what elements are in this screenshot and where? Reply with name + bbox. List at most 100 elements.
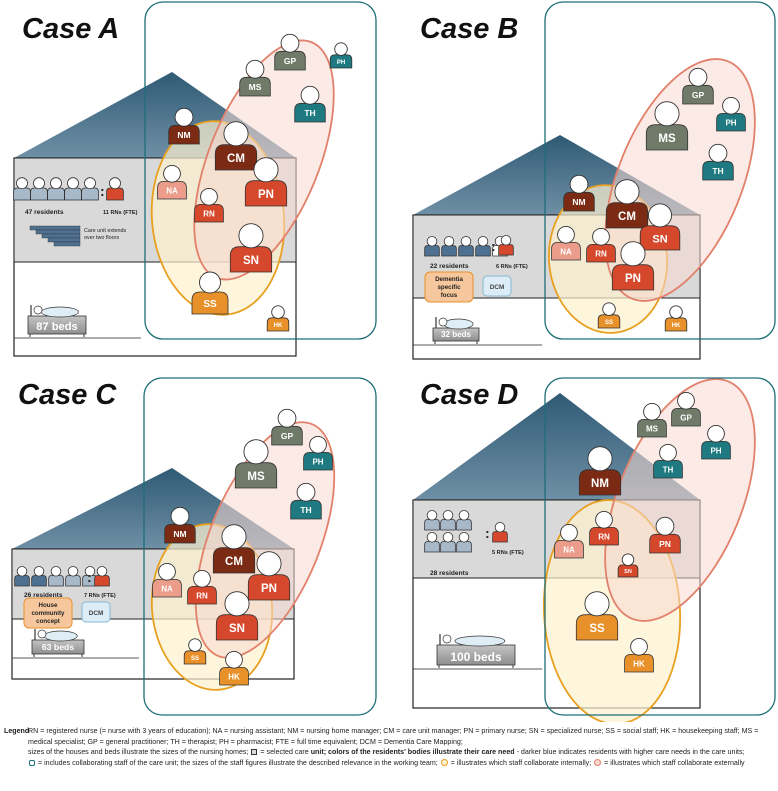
resident-body <box>498 244 514 256</box>
resident-head <box>33 566 45 577</box>
resident-body <box>64 187 82 201</box>
resident-body <box>440 541 456 553</box>
staff-body <box>563 191 595 212</box>
residents-count: 28 residents <box>430 570 469 577</box>
resident-head <box>109 177 121 190</box>
stairs-label-line-2: over two floors <box>84 235 119 241</box>
staff-head <box>592 227 610 246</box>
staff-label: RN <box>598 532 610 541</box>
staff-head <box>630 637 648 656</box>
resident-head <box>443 236 455 247</box>
staff-figure-rn-case-3: RN <box>187 569 217 605</box>
care-unit-staff-outline-case-2 <box>544 1 776 340</box>
case-title-4: Case D <box>420 379 518 411</box>
focus-label-line-1: Dementia <box>435 276 463 283</box>
orange-circle-icon <box>440 758 448 766</box>
resident-body <box>456 519 472 531</box>
staff-head <box>688 67 708 87</box>
staff-head <box>245 59 265 79</box>
staff-figure-gp-case-4: GP <box>671 391 701 427</box>
staff-figure-gp-case-1: GP <box>274 33 306 71</box>
legend-line-4-b: = illustrates which staff collaborate in… <box>450 758 592 767</box>
resident-icon <box>456 532 472 553</box>
legend-line-2: medical specialist; GP = general practit… <box>28 737 463 746</box>
staff-figure-rn-case-4: RN <box>589 510 619 546</box>
beds-label: 87 beds <box>36 321 78 333</box>
bed-case-1: 87 beds <box>27 305 87 337</box>
staff-body <box>266 317 290 332</box>
staff-label: PH <box>710 446 721 455</box>
resident-icon <box>458 236 474 257</box>
staff-figure-pn-case-1: PN <box>244 157 288 207</box>
staff-label: PH <box>337 60 345 66</box>
staff-body <box>649 533 681 554</box>
staff-head <box>238 223 264 249</box>
staff-figure-ss-case-1: SS <box>191 271 229 315</box>
staff-head <box>614 179 640 205</box>
legend-line-4: = includes collaborating staff of the ca… <box>28 758 776 769</box>
stairs-label-line-1: Care unit extends <box>84 228 127 234</box>
staff-label: RN <box>595 249 607 258</box>
bed-blanket <box>40 306 79 318</box>
residents-count: 26 residents <box>24 592 63 599</box>
staff-head <box>587 446 613 472</box>
staff-body <box>164 523 196 544</box>
focus-label-line-2: specific <box>437 284 461 291</box>
staff-head <box>722 96 740 115</box>
staff-head <box>193 569 211 588</box>
resident-icon <box>14 566 30 587</box>
legend-line-3-b: = selected care <box>260 748 309 757</box>
ratio-colon: : <box>485 525 490 541</box>
focus-label-line-3: focus <box>441 292 458 299</box>
staff-head <box>654 101 680 127</box>
staff-label: MS <box>646 424 659 433</box>
staff-label: GP <box>680 413 692 422</box>
staff-label: GP <box>284 56 297 66</box>
staff-label: MS <box>658 133 676 145</box>
staff-label: TH <box>300 505 311 515</box>
resident-icon <box>424 532 440 553</box>
resident-icon <box>81 177 99 201</box>
staff-head <box>253 157 279 183</box>
staff-body <box>575 614 619 641</box>
staff-head <box>659 443 677 462</box>
staff-head <box>620 241 646 267</box>
selected-unit-square-icon <box>251 749 258 756</box>
staff-figure-ms-case-2: MS <box>645 101 689 151</box>
bed-blanket <box>443 318 474 330</box>
staff-label: SN <box>229 623 245 635</box>
staff-label: PH <box>312 457 323 466</box>
staff-head <box>707 424 725 443</box>
staff-body <box>597 314 621 329</box>
stair-step <box>29 225 81 231</box>
staff-head <box>199 271 221 294</box>
resident-head <box>458 510 470 521</box>
staff-head <box>648 203 673 228</box>
legend-title: Legend <box>4 727 30 735</box>
staff-body <box>274 50 306 71</box>
staff-label: GP <box>281 431 294 441</box>
staff-head <box>655 516 675 536</box>
care-unit-staff-outline-case-4 <box>544 377 776 716</box>
rn-icon <box>94 566 110 587</box>
staff-body <box>551 242 581 261</box>
staff-body <box>234 462 278 489</box>
staff-label: PN <box>659 539 671 549</box>
resident-body <box>47 187 65 201</box>
dcm-label: DCM <box>89 610 104 617</box>
legend-line-4-a: = includes collaborating staff of the ca… <box>37 758 438 767</box>
bed-pillow-head <box>438 317 448 327</box>
resident-body <box>441 245 457 257</box>
resident-head <box>50 566 62 577</box>
resident-body <box>31 575 47 587</box>
staff-figure-sn-case-3: SN <box>215 591 259 641</box>
staff-figure-sn-case-2: SN <box>639 203 681 251</box>
staff-head <box>174 107 194 127</box>
staff-figure-th-case-3: TH <box>290 482 322 520</box>
care-unit-staff-outline-case-3 <box>143 377 377 716</box>
rn-fte-count: 7 RNs (FTE) <box>84 593 116 599</box>
staff-head <box>200 187 218 206</box>
staff-label: SS <box>203 299 217 310</box>
resident-body <box>13 187 31 201</box>
staff-figure-ph-case-3: PH <box>303 435 333 471</box>
